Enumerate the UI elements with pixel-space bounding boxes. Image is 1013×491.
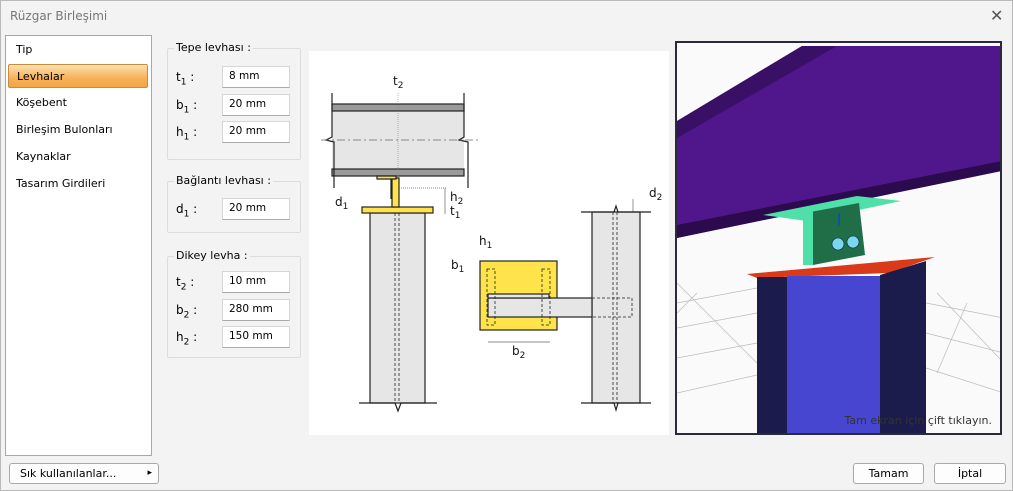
cancel-button[interactable]: İptal xyxy=(934,463,1006,484)
dim-t1: t1 xyxy=(450,204,460,221)
angle-vertical xyxy=(805,203,865,265)
dimensions: t2 h2 t1 d1 d2 h1 b1 b2 xyxy=(335,74,662,361)
d1-input[interactable]: 20 mm xyxy=(222,198,290,220)
sidebar-item-kosebent[interactable]: Köşebent xyxy=(16,96,67,109)
sidebar-item-tasarim-girdileri[interactable]: Tasarım Girdileri xyxy=(16,177,106,190)
chevron-right-icon: ▸ xyxy=(147,468,152,478)
dim-h1: h1 xyxy=(479,234,492,251)
favorites-button[interactable]: Sık kullanılanlar...▸ xyxy=(9,463,159,484)
h2-input[interactable]: 150 mm xyxy=(222,326,290,348)
tepe-levhasi-group: Tepe levhası : t1 : 8 mm b1 : 20 mm h1 : 20… xyxy=(167,41,301,160)
h1-input[interactable]: 20 mm xyxy=(222,121,290,143)
b2-input[interactable]: 280 mm xyxy=(222,299,290,321)
plan-view xyxy=(479,204,651,413)
3d-view[interactable]: Tam ekran için çift tıklayın. xyxy=(675,41,1002,435)
connection-diagram: t2 h2 t1 d1 d2 h1 b1 b2 xyxy=(309,51,669,435)
dim-d2: d2 xyxy=(649,186,662,203)
dikey-levha-group: Dikey levha : t2 : 10 mm b2 : 280 mm h2 : 1… xyxy=(167,249,301,358)
sidebar-item-kaynaklar[interactable]: Kaynaklar xyxy=(16,150,71,163)
column-left xyxy=(359,175,437,413)
t1-input[interactable]: 8 mm xyxy=(222,66,290,88)
close-icon[interactable]: ✕ xyxy=(990,6,1004,25)
t2-input[interactable]: 10 mm xyxy=(222,271,290,293)
group-title: Dikey levha : xyxy=(174,249,250,262)
field-label-t1: t1 : xyxy=(176,70,195,88)
dim-t2: t2 xyxy=(393,74,403,91)
group-title: Bağlantı levhası : xyxy=(174,174,273,187)
window-title: Rüzgar Birleşimi xyxy=(10,9,108,23)
dim-h2: h2 xyxy=(450,190,463,207)
sidebar-item-birlesim-bulonlari[interactable]: Birleşim Bulonları xyxy=(16,123,113,136)
field-label-d1: d1 : xyxy=(176,202,198,220)
floor-grid xyxy=(677,282,1000,394)
group-title: Tepe levhası : xyxy=(174,41,253,54)
column-web xyxy=(787,276,880,433)
sidebar-item-tip[interactable]: Tip xyxy=(16,43,33,56)
field-label-b1: b1 : xyxy=(176,98,198,116)
field-label-t2: t2 : xyxy=(176,275,195,293)
fullscreen-hint: Tam ekran için çift tıklayın. xyxy=(844,414,992,427)
b1-input[interactable]: 20 mm xyxy=(222,94,290,116)
beam-elevation xyxy=(321,93,481,211)
field-label-h1: h1 : xyxy=(176,125,198,143)
dim-b1: b1 xyxy=(451,258,464,275)
sidebar: Tip Levhalar Köşebent Birleşim Bulonları… xyxy=(5,35,152,456)
column-right-flange xyxy=(880,261,926,433)
dim-d1: d1 xyxy=(335,195,348,212)
beam xyxy=(677,46,1000,238)
field-label-h2: h2 : xyxy=(176,330,198,348)
field-label-b2: b2 : xyxy=(176,303,198,321)
sidebar-item-levhalar[interactable]: Levhalar xyxy=(8,64,148,88)
baglanti-levhasi-group: Bağlantı levhası : d1 : 20 mm xyxy=(167,174,301,233)
ok-button[interactable]: Tamam xyxy=(853,463,924,484)
dim-b2: b2 xyxy=(512,344,525,361)
